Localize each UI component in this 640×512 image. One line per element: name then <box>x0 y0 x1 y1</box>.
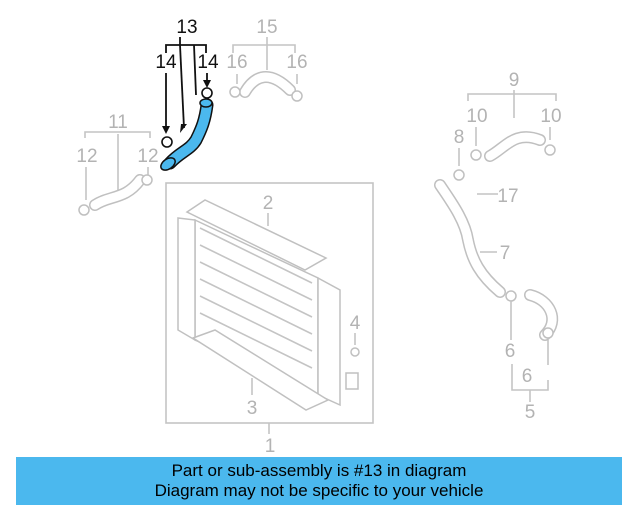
callout-14-left[interactable]: 14 <box>155 52 177 73</box>
clamp-14-icons <box>161 87 213 148</box>
callout-1[interactable]: 1 <box>265 436 276 456</box>
callout-9[interactable]: 9 <box>509 70 520 91</box>
callout-3[interactable]: 3 <box>247 398 258 419</box>
callout-12-left[interactable]: 12 <box>76 146 97 167</box>
info-banner: Part or sub-assembly is #13 in diagram D… <box>16 457 622 505</box>
callout-group-13: 13 14 14 <box>155 17 219 134</box>
callout-group-9: 9 10 10 8 17 7 6 6 5 <box>434 70 562 423</box>
callout-group-11: 11 12 12 <box>76 112 159 216</box>
callout-10-right[interactable]: 10 <box>540 106 561 127</box>
callout-8[interactable]: 8 <box>454 127 465 148</box>
callout-6-left[interactable]: 6 <box>505 341 516 362</box>
callout-10-left[interactable]: 10 <box>466 106 487 127</box>
parts-diagram: 13 14 14 15 16 16 11 <box>76 17 562 456</box>
callout-12-right[interactable]: 12 <box>137 146 158 167</box>
callout-7[interactable]: 7 <box>500 243 511 264</box>
callout-15[interactable]: 15 <box>256 17 277 38</box>
banner-line-disclaimer: Diagram may not be specific to your vehi… <box>154 481 484 500</box>
callout-14-right[interactable]: 14 <box>197 52 219 73</box>
intercooler-assembly: 2 4 3 1 <box>165 182 374 456</box>
callout-6-right[interactable]: 6 <box>522 366 533 387</box>
banner-line-part-info: Part or sub-assembly is #13 in diagram <box>171 461 467 480</box>
callout-16-right[interactable]: 16 <box>286 52 307 73</box>
callout-17[interactable]: 17 <box>497 186 518 207</box>
callout-13[interactable]: 13 <box>176 17 197 38</box>
callout-5[interactable]: 5 <box>525 402 536 423</box>
callout-16-left[interactable]: 16 <box>226 52 247 73</box>
hose-13-highlighted[interactable] <box>159 98 214 173</box>
callout-4[interactable]: 4 <box>350 313 361 334</box>
callout-group-15: 15 16 16 <box>226 17 308 102</box>
callout-11[interactable]: 11 <box>108 112 128 133</box>
callout-2[interactable]: 2 <box>263 193 274 214</box>
